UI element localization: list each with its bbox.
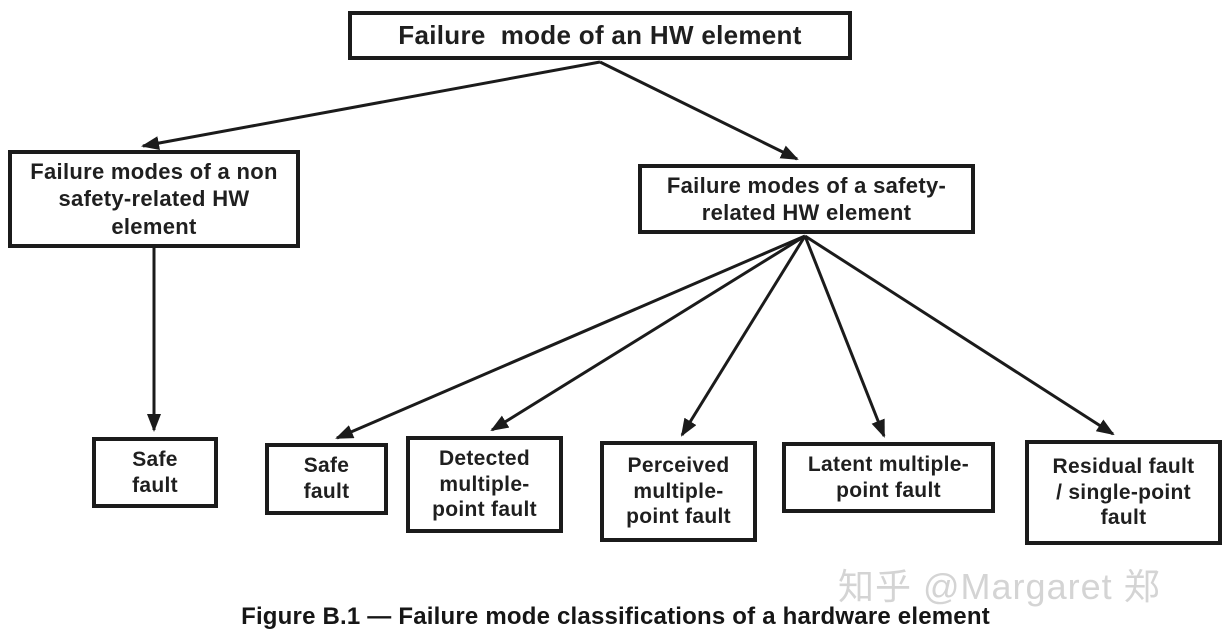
node-non-safety-related-failure-modes: Failure modes of a non safety-related HW… <box>8 150 300 248</box>
edge-root-to-non-safety <box>141 60 601 150</box>
node-safety-related-failure-modes: Failure modes of a safety- related HW el… <box>638 164 975 234</box>
edge-safety-to-safe-fault <box>335 234 806 440</box>
edge-safety-to-detected <box>490 234 806 432</box>
edge-safety-to-latent <box>803 235 886 438</box>
node-perceived-multiple-point-fault: Perceived multiple- point fault <box>600 441 757 542</box>
node-residual-single-point-fault: Residual fault / single-point fault <box>1025 440 1222 545</box>
figure-caption: Figure B.1 — Failure mode classification… <box>241 603 990 630</box>
edge-safety-to-perceived <box>680 235 807 437</box>
node-safe-fault-safety: Safe fault <box>265 443 388 515</box>
edge-safety-to-residual <box>804 234 1115 436</box>
edge-root-to-safety <box>599 60 799 161</box>
node-failure-mode-of-hw-element: Failure mode of an HW element <box>348 11 852 60</box>
zhihu-watermark: 知乎 @Margaret 郑 <box>838 566 1161 607</box>
node-detected-multiple-point-fault: Detected multiple- point fault <box>406 436 563 533</box>
node-safe-fault-non-safety: Safe fault <box>92 437 218 508</box>
node-latent-multiple-point-fault: Latent multiple- point fault <box>782 442 995 513</box>
